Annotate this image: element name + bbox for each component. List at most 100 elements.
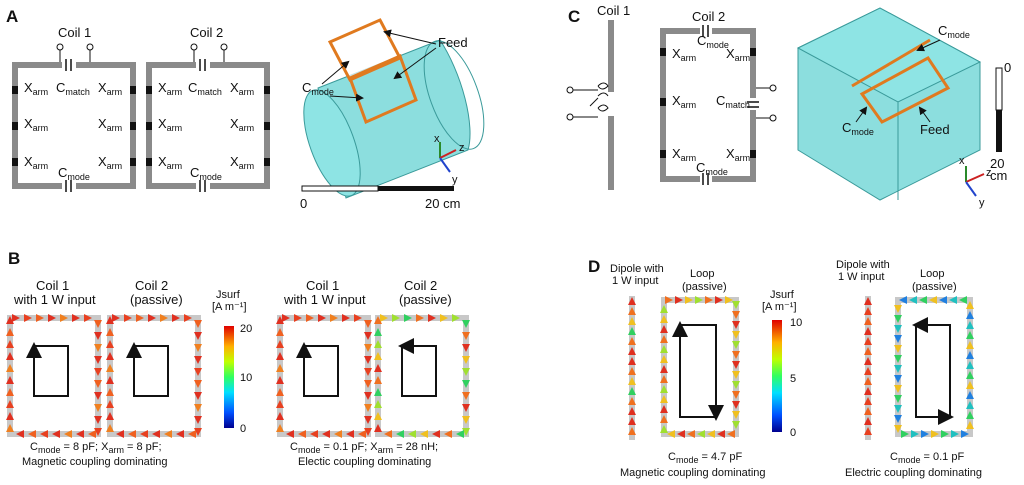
current-marker [462,380,470,388]
current-marker [966,311,974,319]
colorbar-max-b: 20 [240,323,252,335]
axis-x-label: x [434,133,440,145]
current-marker [901,430,909,438]
jsurf-label-b: Jsurf [216,289,241,301]
current-marker [966,381,974,389]
current-marker [894,395,902,403]
cmode-arrow [329,93,364,102]
current-marker [374,412,382,420]
current-marker [456,430,464,438]
current-marker [660,365,668,373]
feed-label-a: Feed [438,35,468,50]
cylinder-phantom [303,39,485,199]
xarm-label: X [726,46,735,61]
loop-arrows-b [26,338,437,397]
current-marker [697,430,705,438]
current-marker [660,305,668,313]
current-marker [864,387,872,395]
current-marker [36,314,44,322]
current-marker [374,376,382,384]
feed-arrow [918,106,931,123]
cmode-label: C [58,165,67,180]
axis-y-label: y [979,197,985,209]
svg-text:Xarm: Xarm [24,80,48,97]
current-marker [966,401,974,409]
current-maps-b [6,314,470,438]
current-marker [52,430,60,438]
panel-label-a: A [6,7,18,26]
caption-b-left-line2: Magnetic coupling dominating [22,456,168,468]
current-marker [705,296,713,304]
feed-label-c: Feed [920,122,950,137]
cmatch-label: C [188,80,197,95]
scale-top-c: 0 [1004,60,1011,75]
current-marker [72,314,80,322]
current-marker [941,430,949,438]
svg-text:Cmode = 4.7 pF: Cmode = 4.7 pF [668,451,742,465]
caption-b-left-sub2: arm [108,445,124,455]
caption-d-right-sub: mode [898,455,921,465]
current-marker [276,316,284,324]
current-marker [695,296,703,304]
svg-text:Xarm: Xarm [158,116,182,133]
current-marker [864,367,872,375]
colorbar-mid-d: 5 [790,373,796,385]
current-marker [94,416,102,424]
current-marker [894,405,902,413]
current-marker [675,296,683,304]
current-marker [294,314,302,322]
current-marker [94,356,102,364]
svg-text:Cmode: Cmode [842,120,874,137]
current-marker [276,364,284,372]
svg-text:Xarm: Xarm [98,154,122,171]
current-marker [282,314,290,322]
scale-bar-a [301,185,454,192]
current-marker [628,347,636,355]
caption-b-right-sub2: arm [378,445,394,455]
current-marker [374,328,382,336]
loop-subtitle-d: (passive) [682,281,727,293]
current-marker [306,314,314,322]
current-marker [899,296,907,304]
current-marker [667,430,675,438]
current-marker [364,392,372,400]
current-marker [106,364,114,372]
current-marker [6,424,14,432]
xarm-label: X [672,146,681,161]
xarm-sub: arm [33,161,49,171]
current-marker [94,404,102,412]
cmode-label: C [697,33,706,48]
current-marker [194,368,202,376]
current-marker [364,380,372,388]
current-marker [106,424,114,432]
coil2-title-b: Coil 2 [135,278,168,293]
current-marker [864,417,872,425]
xarm-sub: arm [167,123,183,133]
current-marker [364,344,372,352]
current-marker [894,425,902,433]
xarm-label: X [24,80,33,95]
cmode-sub: mode [851,127,874,137]
svg-text:Cmode: Cmode [190,165,222,182]
axis-y-label: y [452,174,458,186]
current-marker [951,430,959,438]
current-marker [732,341,740,349]
scale-start-a: 0 [300,196,307,211]
jsurf-unit-d: [A m⁻¹] [762,301,797,313]
svg-text:Cmode = 0.1 pF; Xarm = 28 nH;: Cmode = 0.1 pF; Xarm = 28 nH; [290,441,438,455]
coil2-label-a: Coil 2 [190,25,223,40]
caption-d-right-c: C [890,451,898,463]
svg-text:Xarm: Xarm [726,46,750,63]
current-marker [660,405,668,413]
current-marker [921,430,929,438]
svg-text:Cmode: Cmode [938,23,970,40]
current-marker [194,356,202,364]
current-marker [94,392,102,400]
current-marker [364,416,372,424]
current-marker [864,377,872,385]
caption-b-left-rest: = 8 pF; X [60,441,109,453]
current-marker [732,391,740,399]
current-marker [864,297,872,305]
current-marker [16,430,24,438]
coil1-label-a: Coil 1 [58,25,91,40]
